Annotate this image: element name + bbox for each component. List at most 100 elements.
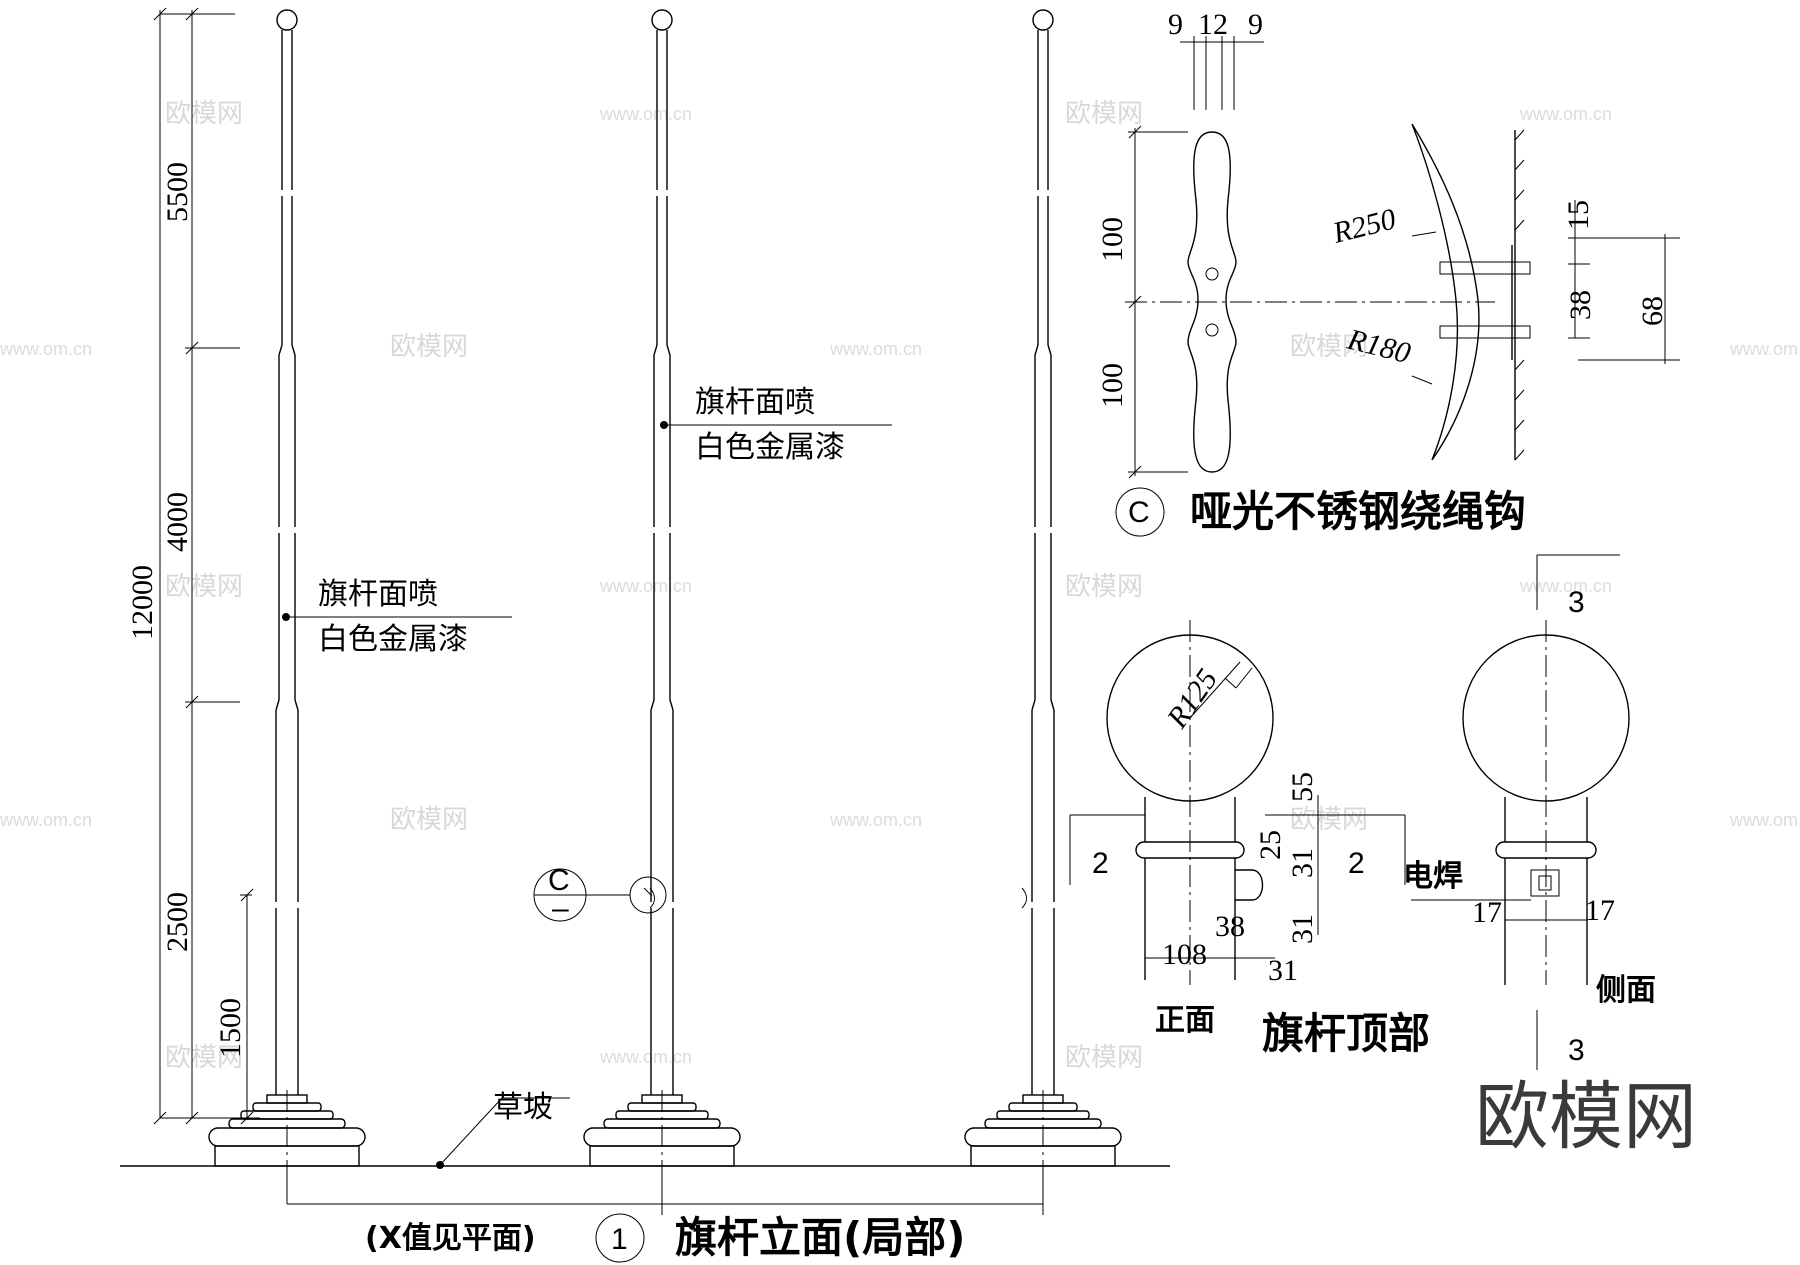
finish-note-center-line2: 白色金属漆 [695, 430, 845, 465]
hook-radius-inner: R180 [1343, 323, 1413, 371]
pole-taper [650, 699, 655, 711]
finish-note-center-leader [660, 421, 892, 429]
dim-hook-height: 1500 [214, 998, 247, 1058]
finish-note-left-line1: 旗杆面喷 [318, 577, 438, 612]
elevation-index: 1 [611, 1223, 628, 1256]
hook-dimension-lines [1128, 36, 1680, 479]
watermark-cn: 欧模网 [390, 805, 468, 835]
pole-taper [291, 344, 296, 356]
watermark-url: www.om.cn [599, 104, 692, 124]
watermark-url: www.om.cn [0, 339, 92, 359]
section-mark-3-bottom: 3 [1568, 1034, 1585, 1067]
top-detail-title: 旗杆顶部 [1262, 1009, 1430, 1058]
dim-middle-section: 4000 [161, 492, 194, 552]
flagpoles [208, 9, 1122, 1175]
watermark-url: www.om.cn [1519, 576, 1612, 596]
top-dim-31a: 31 [1286, 848, 1319, 878]
elevation-index-badge [595, 1213, 645, 1263]
detail-callout-letter: C [548, 864, 570, 897]
hook-dim-lower: 100 [1096, 363, 1129, 408]
dim-top-section: 5500 [161, 162, 194, 222]
hook-dim-upper: 100 [1096, 217, 1129, 262]
pole-taper [1034, 344, 1039, 356]
watermark-cn: 欧模网 [1065, 1043, 1143, 1073]
top-dim-31c: 31 [1268, 954, 1298, 987]
watermark-url: www.om.cn [829, 339, 922, 359]
pole-finial [1032, 9, 1054, 31]
pole-taper [666, 344, 671, 356]
hook-dim-w1: 9 [1168, 8, 1183, 41]
pole-taper [1031, 699, 1036, 711]
side-dim-17b: 17 [1585, 894, 1615, 927]
watermark-url: www.om.cn [1729, 339, 1800, 359]
watermark-cn: 欧模网 [1065, 572, 1143, 602]
pole-spacing-dimension [286, 1166, 1044, 1215]
dim-total: 12000 [126, 565, 159, 640]
hook-front-view [1187, 131, 1237, 473]
pole-taper [653, 344, 658, 356]
side-view-label: 侧面 [1596, 973, 1656, 1008]
watermark-url: www.om.cn [599, 576, 692, 596]
pole-rope-hook [643, 887, 655, 909]
watermark-cn: 欧模网 [165, 1043, 243, 1073]
pole-taper [278, 344, 283, 356]
top-radius: R125 [1160, 663, 1224, 735]
hook-radius-outer: R250 [1329, 202, 1399, 250]
top-dim-38: 38 [1215, 910, 1245, 943]
top-side-view [1411, 554, 1630, 1070]
detail-callout-c [533, 868, 667, 922]
top-dim-55: 55 [1286, 772, 1319, 802]
weld-label: 电焊 [1403, 859, 1463, 894]
watermark-url: www.om.cn [1729, 810, 1800, 830]
watermark-url: www.om.cn [1519, 104, 1612, 124]
pole-taper [1050, 699, 1055, 711]
front-view-label: 正面 [1155, 1003, 1215, 1038]
top-front-view [1069, 620, 1406, 985]
watermark-layer: 欧模网 www.om.cn 欧模网 www.om.cn www.om.cn 欧模… [0, 99, 1800, 1160]
pole-taper [1047, 344, 1052, 356]
hook-dim-w3: 9 [1248, 8, 1263, 41]
pole-taper [294, 699, 299, 711]
hook-dim-15: 15 [1562, 200, 1595, 230]
pole-finial [276, 9, 298, 31]
side-dim-17a: 17 [1472, 896, 1502, 929]
watermark-url: www.om.cn [599, 1047, 692, 1067]
dim-bottom-section: 2500 [161, 892, 194, 952]
finish-note-left-leader [282, 613, 512, 621]
top-dim-31b: 31 [1286, 914, 1319, 944]
detail-callout-sheet: – [552, 892, 569, 925]
top-dim-25: 25 [1254, 830, 1287, 860]
watermark-cn: 欧模网 [1290, 805, 1368, 835]
watermark-cn: 欧模网 [390, 332, 468, 362]
section-mark-3-top: 3 [1568, 586, 1585, 619]
watermark-logo: 欧模网 [1475, 1074, 1697, 1160]
watermark-cn: 欧模网 [165, 99, 243, 129]
ground-label: 草坡 [493, 1090, 553, 1125]
x-value-note: (X值见平面) [365, 1221, 536, 1256]
hook-detail-title: 哑光不锈钢绕绳钩 [1190, 487, 1526, 536]
hook-dim-w2: 12 [1198, 8, 1228, 41]
hook-detail-letter: C [1128, 496, 1150, 529]
section-mark-2-left: 2 [1092, 847, 1109, 880]
finish-note-left-line2: 白色金属漆 [318, 622, 468, 657]
elevation-title: 旗杆立面(局部) [675, 1213, 965, 1262]
hook-side-view [1411, 123, 1531, 461]
pole-finial [651, 9, 673, 31]
top-dim-108: 108 [1162, 938, 1207, 971]
ground-label-leader [436, 1097, 570, 1169]
pole-rope-hook [1021, 887, 1027, 909]
hook-title-badge [1115, 487, 1165, 537]
watermark-cn: 欧模网 [1290, 332, 1368, 362]
hook-dim-68: 68 [1636, 296, 1669, 326]
pole-taper [275, 699, 280, 711]
finish-note-center-line1: 旗杆面喷 [695, 385, 815, 420]
watermark-url: www.om.cn [829, 810, 922, 830]
watermark-cn: 欧模网 [1065, 99, 1143, 129]
watermark-url: www.om.cn [0, 810, 92, 830]
elevation-dimension-lines [153, 7, 260, 1125]
hook-dim-38: 38 [1564, 290, 1597, 320]
section-mark-2-right: 2 [1348, 847, 1365, 880]
pole-taper [669, 699, 674, 711]
watermark-cn: 欧模网 [165, 572, 243, 602]
